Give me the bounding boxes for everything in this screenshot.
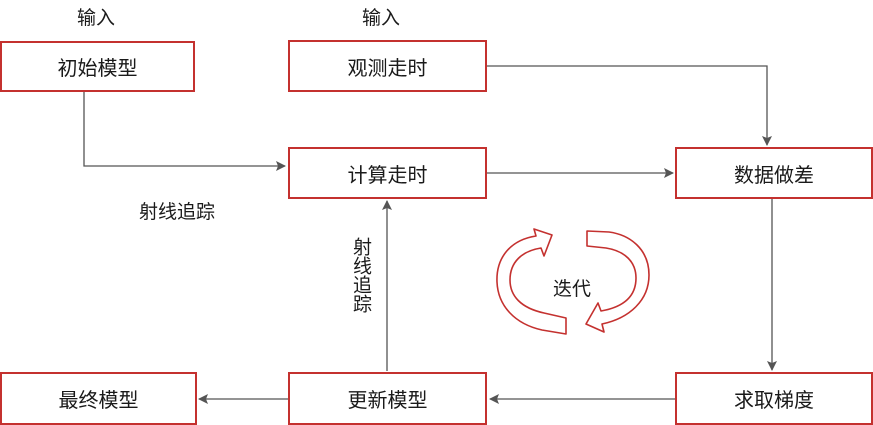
data-difference-node: 数据做差 <box>675 147 873 199</box>
circular-arrows-icon <box>496 228 650 335</box>
compute-traveltime-node: 计算走时 <box>288 147 487 199</box>
edge-initial-to-compute <box>83 92 286 171</box>
iteration-label: 迭代 <box>553 278 592 300</box>
observed-traveltime-node: 观测走时 <box>288 40 487 92</box>
ray-tracing-label: 射线追踪 <box>139 201 216 223</box>
final-model-node: 最终模型 <box>0 372 197 425</box>
edge-observed-to-difference <box>487 65 772 146</box>
initial-model-node: 初始模型 <box>0 41 195 92</box>
ray-tracing-vertical-label: 射线追踪 <box>350 237 372 313</box>
update-model-node: 更新模型 <box>288 372 487 425</box>
compute-gradient-node: 求取梯度 <box>675 372 873 425</box>
input-label-right: 输入 <box>362 7 401 29</box>
input-label-left: 输入 <box>77 7 116 29</box>
